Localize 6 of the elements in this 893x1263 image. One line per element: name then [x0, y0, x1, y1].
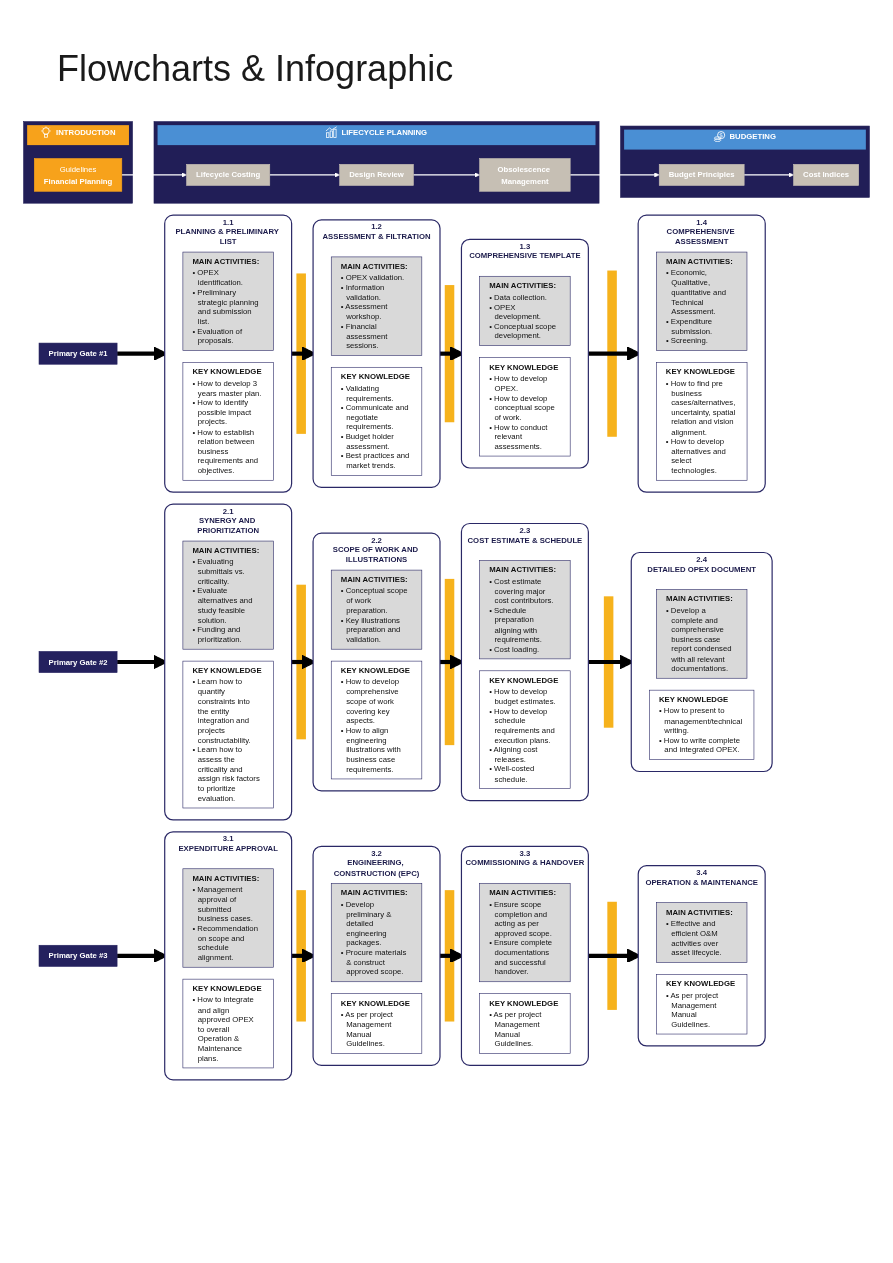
arrow: [569, 172, 660, 178]
page-title: Flowcharts & Infographic: [57, 48, 454, 90]
arrow: [121, 172, 187, 178]
arrow: [412, 172, 480, 178]
arrow: [269, 172, 340, 178]
arrow: [743, 172, 794, 178]
